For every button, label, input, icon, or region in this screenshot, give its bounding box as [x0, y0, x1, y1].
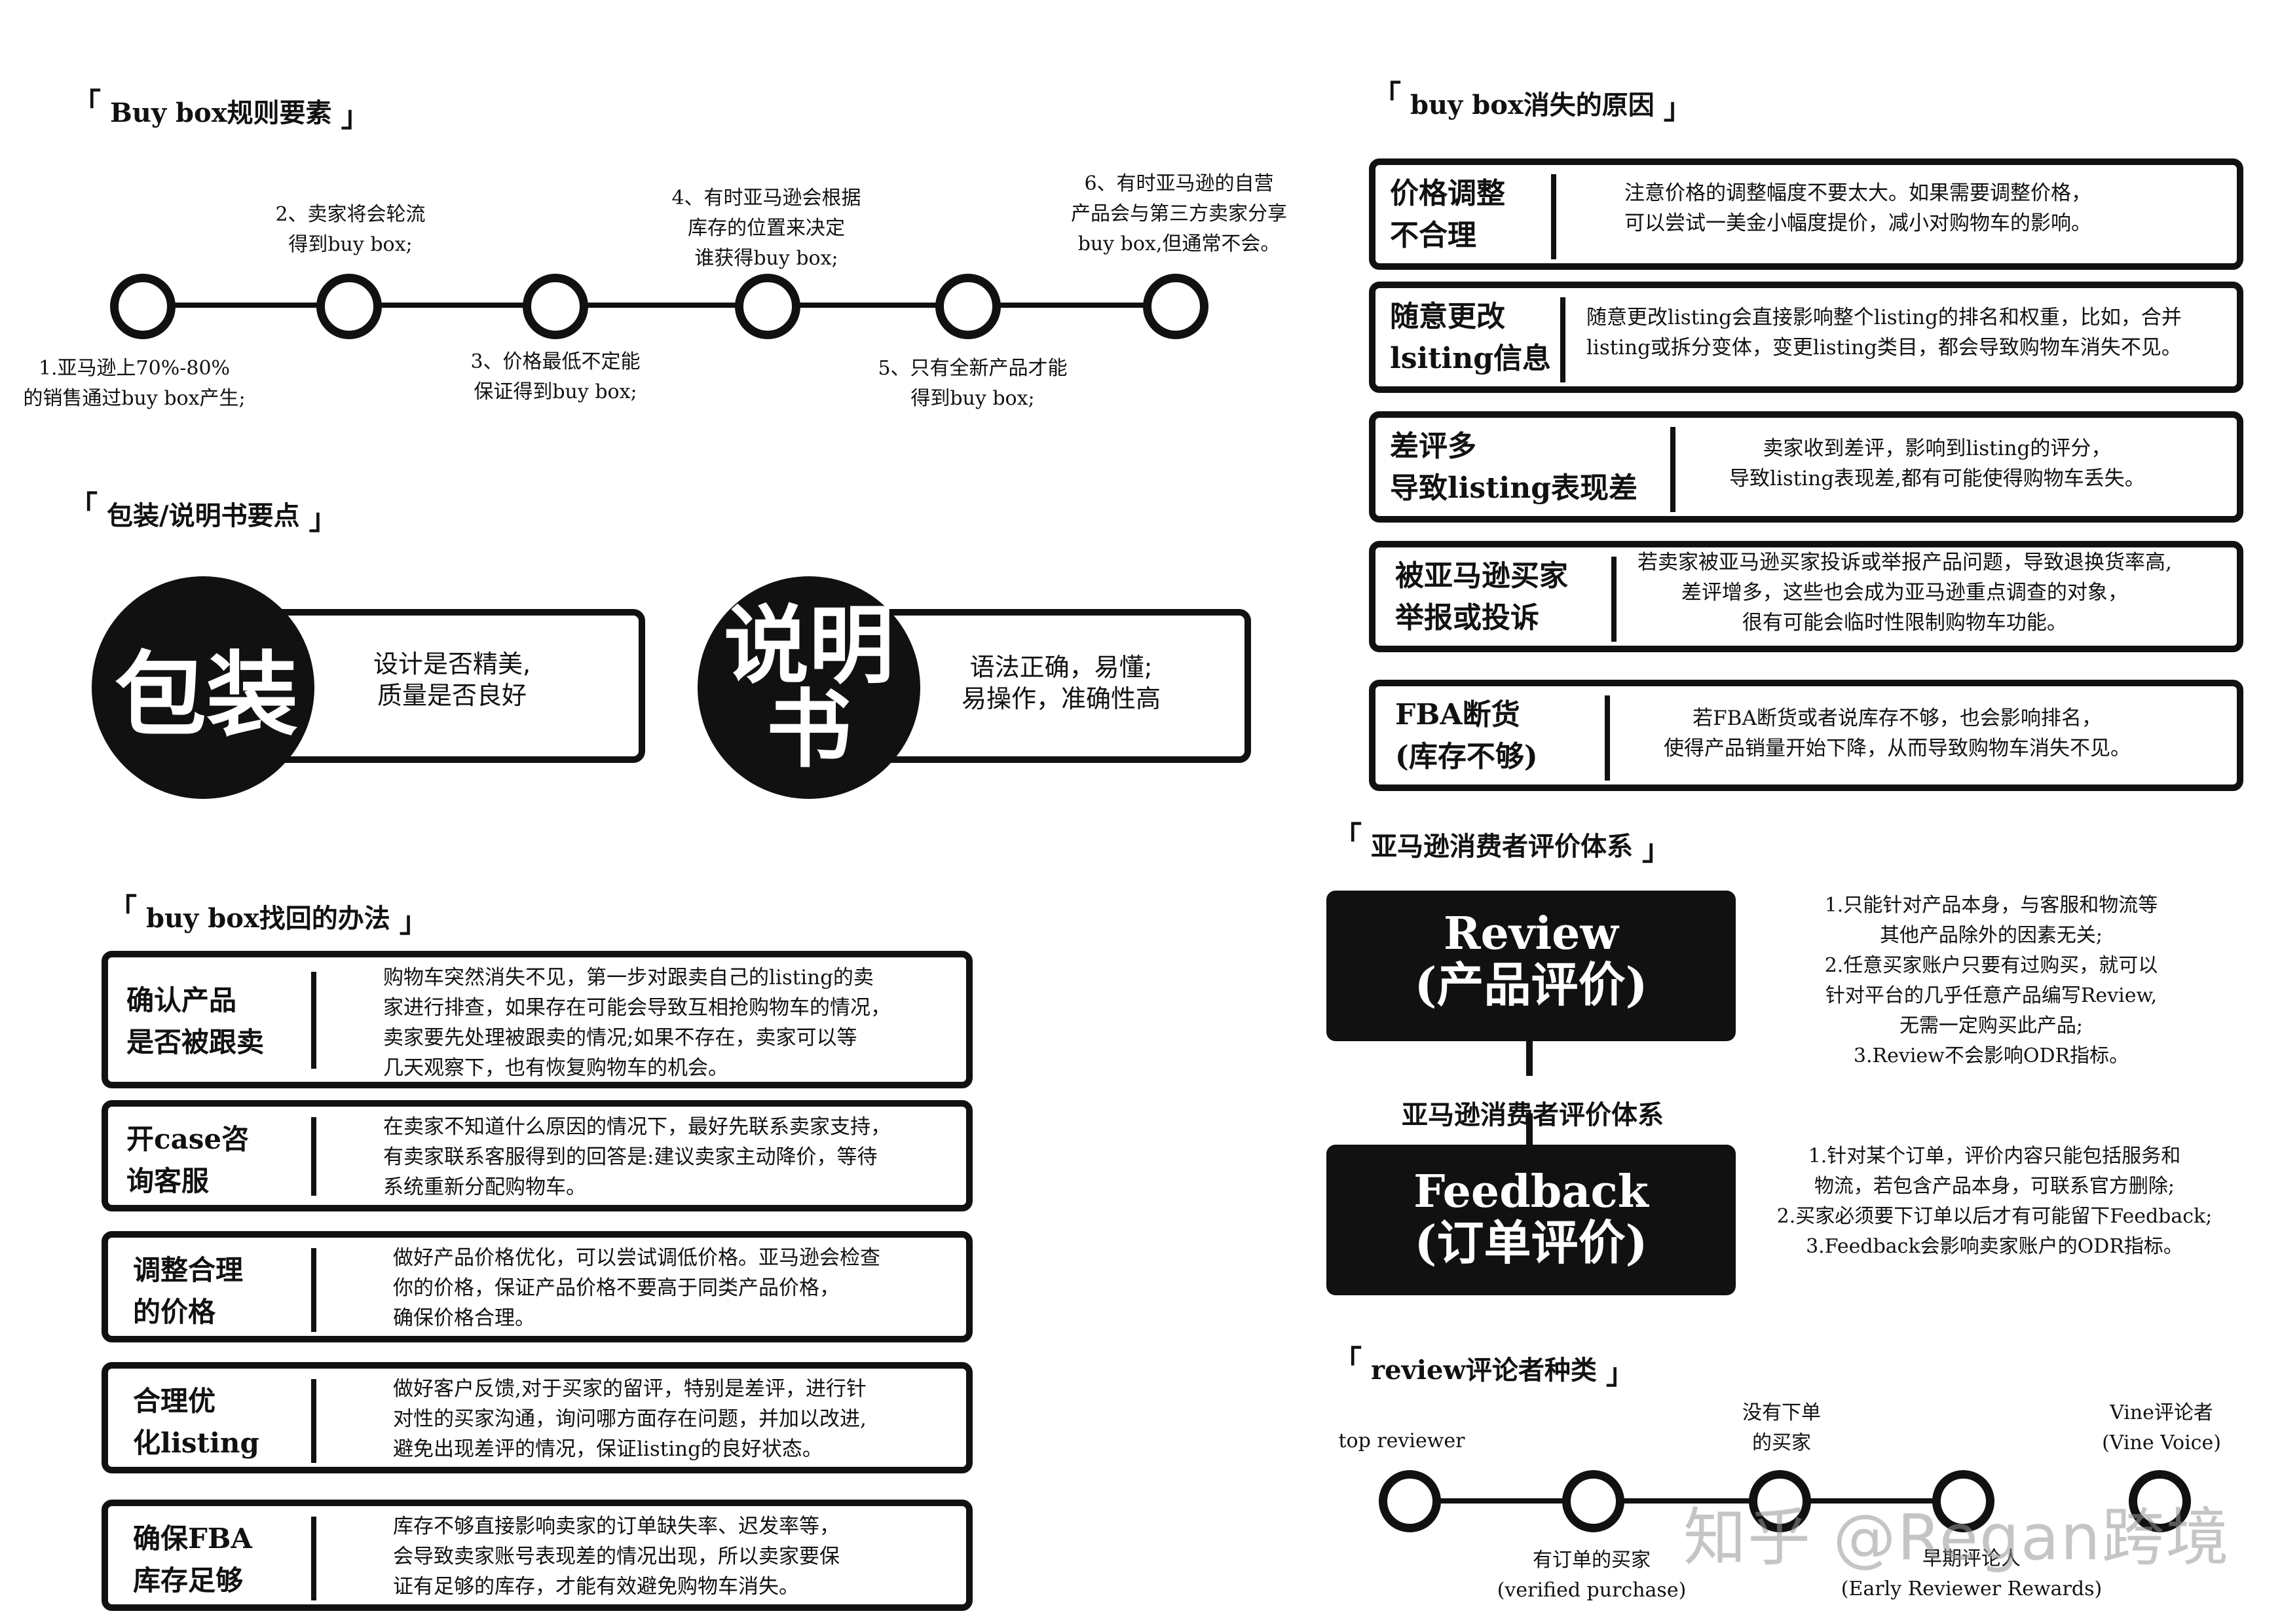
reviewer-timeline-line — [1408, 1498, 1965, 1504]
section-title-consumer-review: 「亚马逊消费者评价体系」 — [1333, 821, 1671, 867]
rules-node-4 — [735, 274, 800, 339]
review-box: Review (产品评价) — [1326, 891, 1736, 1041]
lost-item-1: 价格调整不合理 注意价格的调整幅度不要太大。如果需要调整价格，可以尝试一美金小幅… — [1369, 158, 2243, 270]
reviewer-node-2 — [1562, 1470, 1624, 1532]
packaging-desc: 设计是否精美,质量是否良好 — [373, 650, 531, 710]
section-title-buybox-rules: 「Buy box规则要素」 — [72, 87, 370, 134]
section-title-reviewer-types: 「review评论者种类」 — [1333, 1344, 1635, 1391]
reviewer-node-5 — [2129, 1470, 2191, 1532]
rules-node-6 — [1143, 274, 1208, 339]
recover-item-4: 合理优化listing 做好客户反馈,对于买家的留评，特别是差评，进行针对性的买… — [102, 1362, 973, 1473]
packaging-circle: 包装 — [92, 576, 314, 799]
consumer-connector-bottom — [1526, 1113, 1533, 1146]
manual-circle: 说明书 — [698, 576, 920, 799]
rules-node-1 — [110, 274, 176, 339]
manual-box — [858, 609, 1251, 763]
rules-node-5 — [935, 274, 1001, 339]
reviewer-early-label: 早期评论人(Early Reviewer Rewards) — [1841, 1547, 2103, 1600]
reviewer-no-order-label: 没有下单的买家 — [1742, 1401, 1821, 1454]
feedback-desc: 1.针对某个订单，评价内容只能包括服务和物流，若包含产品本身，可联系官方删除;2… — [1776, 1145, 2213, 1258]
rule-3-label: 3、价格最低不定能保证得到buy box; — [470, 350, 641, 403]
recover-item-3: 调整合理的价格 做好产品价格优化，可以尝试调低价格。亚马逊会检查你的价格，保证产… — [102, 1231, 973, 1342]
review-desc: 1.只能针对产品本身，与客服和物流等其他产品除外的因素无关;2.任意买家账户只要… — [1824, 894, 2158, 1067]
consumer-center-label: 亚马逊消费者评价体系 — [1402, 1099, 1664, 1130]
rules-node-2 — [316, 274, 382, 339]
reviewer-node-1 — [1379, 1470, 1441, 1532]
lost-item-3: 差评多导致listing表现差 卖家收到差评，影响到listing的评分，导致l… — [1369, 411, 2243, 523]
rules-timeline-line — [141, 303, 1176, 308]
rule-4-label: 4、有时亚马逊会根据库存的位置来决定谁获得buy box; — [671, 187, 861, 270]
manual-desc: 语法正确，易懂;易操作，准确性高 — [961, 653, 1161, 713]
section-title-packaging: 「包装/说明书要点」 — [69, 490, 338, 536]
rules-node-3 — [523, 274, 588, 339]
packaging-box — [252, 609, 645, 763]
lost-item-5: FBA断货(库存不够) 若FBA断货或者说库存不够，也会影响排名，使得产品销量开… — [1369, 680, 2243, 791]
section-title-buybox-lost: 「buy box消失的原因」 — [1372, 79, 1693, 126]
consumer-connector-top — [1526, 1040, 1533, 1076]
reviewer-verified-label: 有订单的买家(verified purchase) — [1497, 1549, 1687, 1602]
rule-1-label: 1.亚马逊上70%-80%的销售通过buy box产生; — [23, 357, 246, 410]
watermark: 知乎 @Regan跨境 — [1683, 1501, 2230, 1574]
recover-item-2: 开case咨询客服 在卖家不知道什么原因的情况下，最好先联系卖家支持，有卖家联系… — [102, 1100, 973, 1211]
rule-2-label: 2、卖家将会轮流得到buy box; — [275, 203, 426, 256]
reviewer-top-reviewer-label: top reviewer — [1338, 1430, 1465, 1452]
lost-item-4: 被亚马逊买家举报或投诉 若卖家被亚马逊买家投诉或举报产品问题，导致退换货率高,差… — [1369, 541, 2243, 652]
rule-5-label: 5、只有全新产品才能得到buy box; — [878, 357, 1068, 410]
section-title-recover: 「buy box找回的办法」 — [108, 893, 428, 939]
reviewer-vine-label: Vine评论者(Vine Voice) — [2102, 1401, 2221, 1454]
feedback-box: Feedback (订单评价) — [1326, 1145, 1736, 1295]
recover-item-1: 确认产品是否被跟卖 购物车突然消失不见，第一步对跟卖自己的listing的卖家进… — [102, 951, 973, 1088]
